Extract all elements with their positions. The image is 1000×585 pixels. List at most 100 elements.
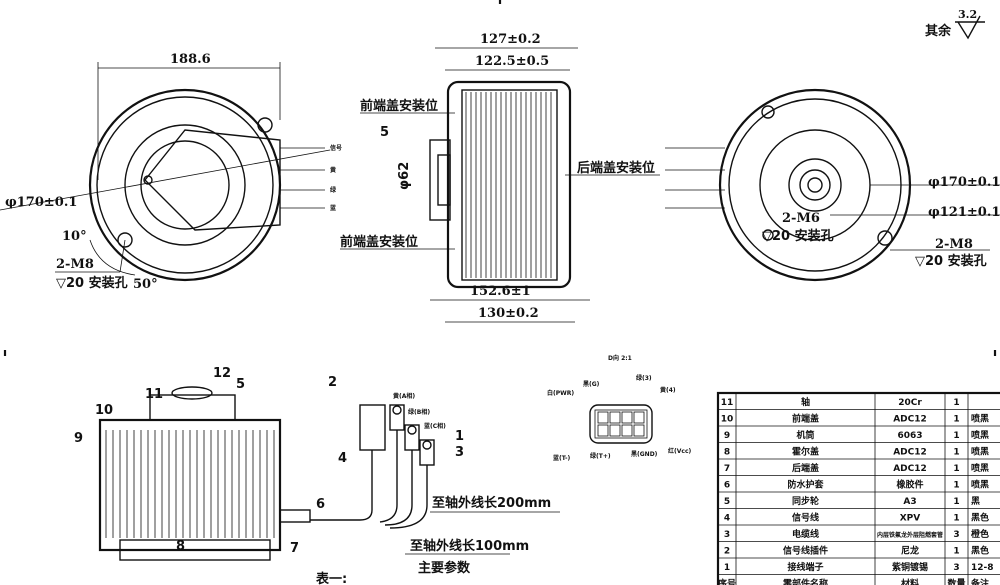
callout-2: 2 — [328, 375, 337, 390]
table-cell: 1 — [953, 547, 959, 557]
callout-10: 10 — [95, 403, 113, 418]
table-header: 数量 — [947, 578, 965, 585]
table-cell: 8 — [724, 448, 730, 458]
table-cell: 1 — [953, 481, 959, 491]
side-dim-130: 130±0.2 — [478, 306, 539, 321]
table-cell: 1 — [953, 464, 959, 474]
table-cell: 喷黑 — [971, 413, 989, 425]
table-cell: ADC12 — [893, 464, 927, 474]
shaft-dia-dim: φ62 — [397, 162, 412, 190]
rear-hole2-depth: ▽20 安装孔 — [915, 253, 987, 269]
side-view: 127±0.2 122.5±0.5 前端盖安装位 5 后端盖安装位 φ62 前端… — [340, 32, 660, 323]
table-cell: 接线端子 — [787, 561, 823, 573]
angle-50: 50° — [133, 277, 158, 292]
table-cell: 7 — [724, 464, 730, 474]
part-5-label: 5 — [380, 125, 389, 140]
front-hole-spec: 2-M8 — [56, 257, 94, 272]
wire-label-c: 蓝(C相) — [424, 422, 446, 430]
pin-label: 黑(GND) — [631, 450, 658, 458]
table-cell: 1 — [953, 497, 959, 507]
table-cell: 1 — [724, 563, 730, 573]
wire-tag: 信号 — [330, 144, 342, 152]
roughness-value: 3.2 — [958, 8, 977, 21]
wire-tag: 黄 — [330, 166, 336, 174]
callout-5: 5 — [236, 377, 245, 392]
table-cell: 1 — [953, 398, 959, 408]
callout-8: 8 — [176, 539, 185, 554]
table-cell: 1 — [953, 514, 959, 524]
table-cell: 橙色 — [971, 528, 989, 540]
table-cell: 黑色 — [971, 512, 989, 524]
wire-label-b: 绿(B相) — [408, 408, 430, 416]
table-cell: 6 — [724, 481, 730, 491]
table-cell: 2 — [724, 547, 730, 557]
pin-label: 绿(T+) — [590, 452, 611, 460]
angle-10: 10° — [62, 229, 87, 244]
main-params-label: 主要参数 — [418, 560, 471, 576]
side-dim-152: 152.6±1 — [470, 284, 531, 299]
table-cell: 10 — [721, 415, 734, 425]
callout-11: 11 — [145, 387, 163, 402]
table-cell: 12-8 — [971, 563, 994, 573]
pin-label: 黑(G) — [583, 380, 600, 388]
table-cell: 20Cr — [898, 398, 922, 408]
rear-hole1-depth: ▽20 安装孔 — [762, 228, 834, 244]
table-cell: 5 — [724, 497, 730, 507]
table-cell: 3 — [724, 530, 730, 540]
table-cell: ADC12 — [893, 448, 927, 458]
table-cell: 1 — [953, 448, 959, 458]
table-header: 材料 — [900, 578, 919, 585]
table-cell: 后端盖 — [792, 462, 819, 474]
table-cell: 3 — [953, 530, 959, 540]
table-cell: 4 — [724, 514, 730, 524]
table-cell: 电缆线 — [792, 528, 819, 540]
callout-9: 9 — [74, 431, 83, 446]
pin-label: 白(PWR) — [547, 389, 574, 397]
front-dia-dim: φ170±0.1 — [5, 195, 77, 210]
table-cell: 黑色 — [971, 545, 989, 557]
table-title: 表一: — [315, 571, 347, 585]
table-cell: 尼龙 — [901, 545, 919, 557]
table-cell: 轴 — [801, 396, 810, 408]
connector-title: D向 2:1 — [608, 354, 632, 362]
pin-label: 绿(3) — [636, 374, 652, 382]
side-dim-127: 127±0.2 — [480, 32, 541, 47]
wire-tag: 绿 — [330, 186, 337, 194]
rear-mount-label: 后端盖安装位 — [577, 160, 655, 176]
callout-12: 12 — [213, 366, 231, 381]
table-cell: 11 — [721, 398, 734, 408]
rear-dia-170: φ170±0.1 — [928, 175, 1000, 190]
assembly-view: 12 11 5 10 9 6 7 8 2 4 1 3 黄(A相) 绿(B相) 蓝… — [74, 366, 560, 585]
cable-length-100: 至轴外线长100mm — [410, 538, 529, 554]
front-width-dim: 188.6 — [170, 52, 211, 67]
table-cell: 喷黑 — [971, 429, 989, 441]
table-cell: 黑 — [971, 496, 980, 507]
pin-label: 黄(4) — [660, 386, 676, 394]
connector-detail: D向 2:1 白(PWR) 黑(G) 绿(3) 黄(4) 蓝(T-) 绿(T+)… — [547, 354, 691, 462]
rear-hole2-spec: 2-M8 — [935, 237, 973, 252]
cable-length-200: 至轴外线长200mm — [432, 495, 551, 511]
table-cell: 6063 — [897, 431, 922, 441]
table-cell: 信号线 — [792, 512, 819, 524]
front-mount-label-bottom: 前端盖安装位 — [340, 234, 418, 250]
table-cell: 喷黑 — [971, 462, 989, 474]
table-cell: A3 — [903, 497, 916, 507]
table-cell: 9 — [724, 431, 730, 441]
table-cell: XPV — [900, 514, 921, 524]
roughness-label: 其余 — [925, 23, 952, 39]
wire-label-a: 黄(A相) — [393, 392, 415, 400]
table-cell: 霍尔盖 — [792, 446, 819, 458]
table-cell: 前端盖 — [792, 413, 819, 425]
table-header: 序号 — [718, 578, 736, 585]
table-cell: 同步轮 — [792, 495, 819, 507]
front-view: 188.6 信号 黄 绿 蓝 φ170±0.1 10° 50° 2-M8 ▽20… — [0, 52, 342, 292]
wire-tag: 蓝 — [330, 204, 336, 212]
table-cell: 防水护套 — [787, 479, 824, 491]
table-cell: 橡胶件 — [896, 479, 923, 491]
front-mount-label-top: 前端盖安装位 — [360, 98, 438, 114]
table-cell: ADC12 — [893, 415, 927, 425]
table-cell: 信号线插件 — [783, 545, 828, 557]
table-header: 备注 — [970, 578, 989, 585]
